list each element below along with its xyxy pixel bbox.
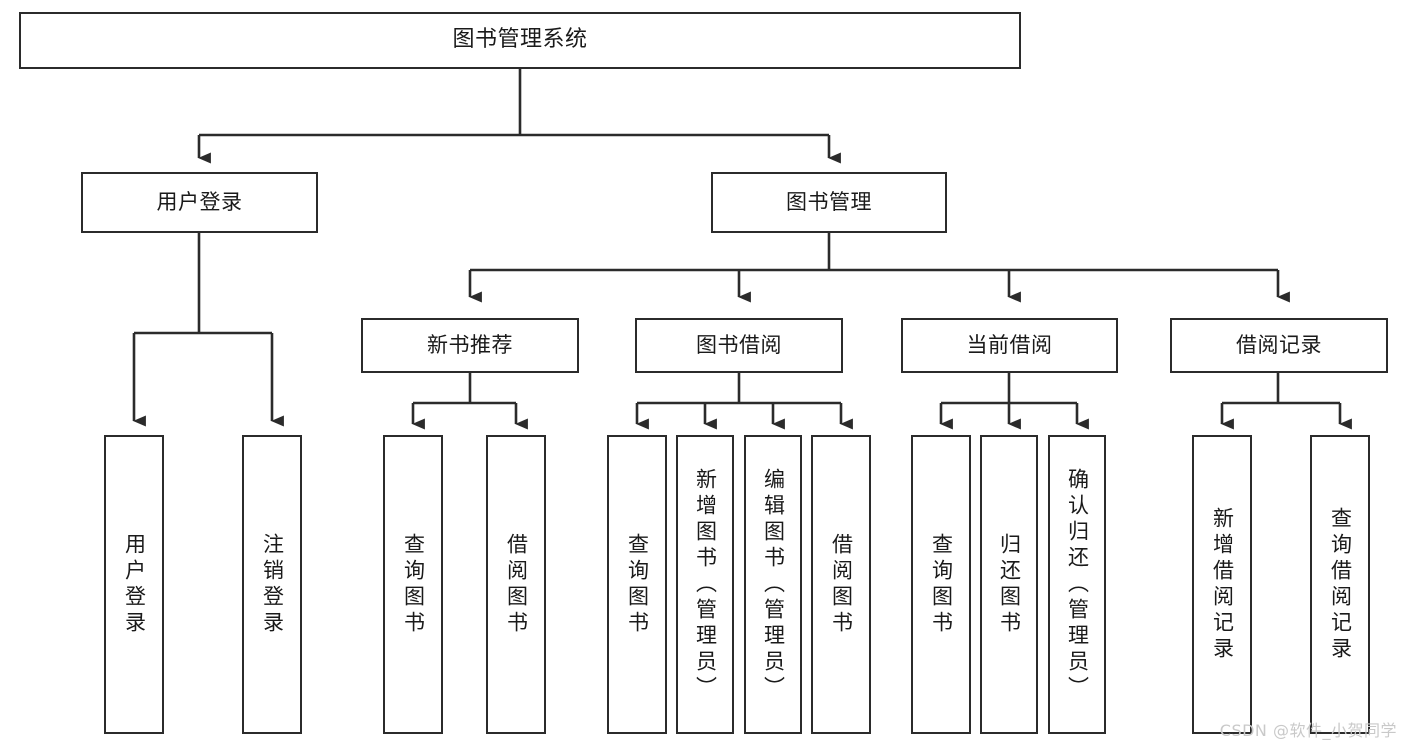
node-label: 新增借阅记录 — [1210, 506, 1235, 663]
node-label: 当前借阅 — [966, 332, 1053, 357]
node-label: 归还图书 — [997, 532, 1022, 637]
leaf-user-login[interactable]: 用户登录 — [104, 435, 164, 734]
node-label: 编辑图书（管理员） — [761, 467, 786, 702]
node-label: 新书推荐 — [427, 332, 513, 357]
node-label: 图书管理系统 — [452, 27, 588, 53]
csdn-watermark: CSDN @软件_小贺同学 — [1219, 721, 1397, 740]
leaf-add-book[interactable]: 新增图书（管理员） — [676, 435, 734, 734]
leaf-query-book-1[interactable]: 查询图书 — [383, 435, 443, 734]
node-book-borrow[interactable]: 图书借阅 — [635, 318, 843, 373]
node-new-book-rec[interactable]: 新书推荐 — [361, 318, 579, 373]
node-label: 借阅图书 — [504, 532, 529, 637]
node-borrow-record[interactable]: 借阅记录 — [1170, 318, 1388, 373]
node-root-system[interactable]: 图书管理系统 — [19, 12, 1021, 69]
leaf-borrow-book-1[interactable]: 借阅图书 — [486, 435, 546, 734]
node-label: 用户登录 — [122, 532, 147, 637]
leaf-edit-book[interactable]: 编辑图书（管理员） — [744, 435, 802, 734]
node-label: 注销登录 — [260, 532, 285, 637]
node-user-login[interactable]: 用户登录 — [81, 172, 318, 233]
leaf-query-record[interactable]: 查询借阅记录 — [1310, 435, 1370, 734]
node-label: 用户登录 — [156, 189, 243, 214]
node-label: 查询图书 — [401, 532, 426, 637]
leaf-query-book-3[interactable]: 查询图书 — [911, 435, 971, 734]
leaf-return-book[interactable]: 归还图书 — [980, 435, 1038, 734]
node-label: 借阅记录 — [1236, 332, 1322, 357]
node-label: 图书管理 — [786, 189, 872, 214]
leaf-logout-login[interactable]: 注销登录 — [242, 435, 302, 734]
node-book-manage[interactable]: 图书管理 — [711, 172, 947, 233]
node-label: 借阅图书 — [829, 532, 854, 637]
node-label: 查询借阅记录 — [1328, 506, 1353, 663]
leaf-add-record[interactable]: 新增借阅记录 — [1192, 435, 1252, 734]
node-current-borrow[interactable]: 当前借阅 — [901, 318, 1118, 373]
node-label: 查询图书 — [625, 532, 650, 637]
node-label: 确认归还（管理员） — [1065, 467, 1090, 702]
leaf-query-book-2[interactable]: 查询图书 — [607, 435, 667, 734]
leaf-confirm-return[interactable]: 确认归还（管理员） — [1048, 435, 1106, 734]
node-label: 图书借阅 — [696, 332, 782, 357]
leaf-borrow-book-2[interactable]: 借阅图书 — [811, 435, 871, 734]
node-label: 查询图书 — [929, 532, 954, 637]
node-label: 新增图书（管理员） — [693, 467, 718, 702]
